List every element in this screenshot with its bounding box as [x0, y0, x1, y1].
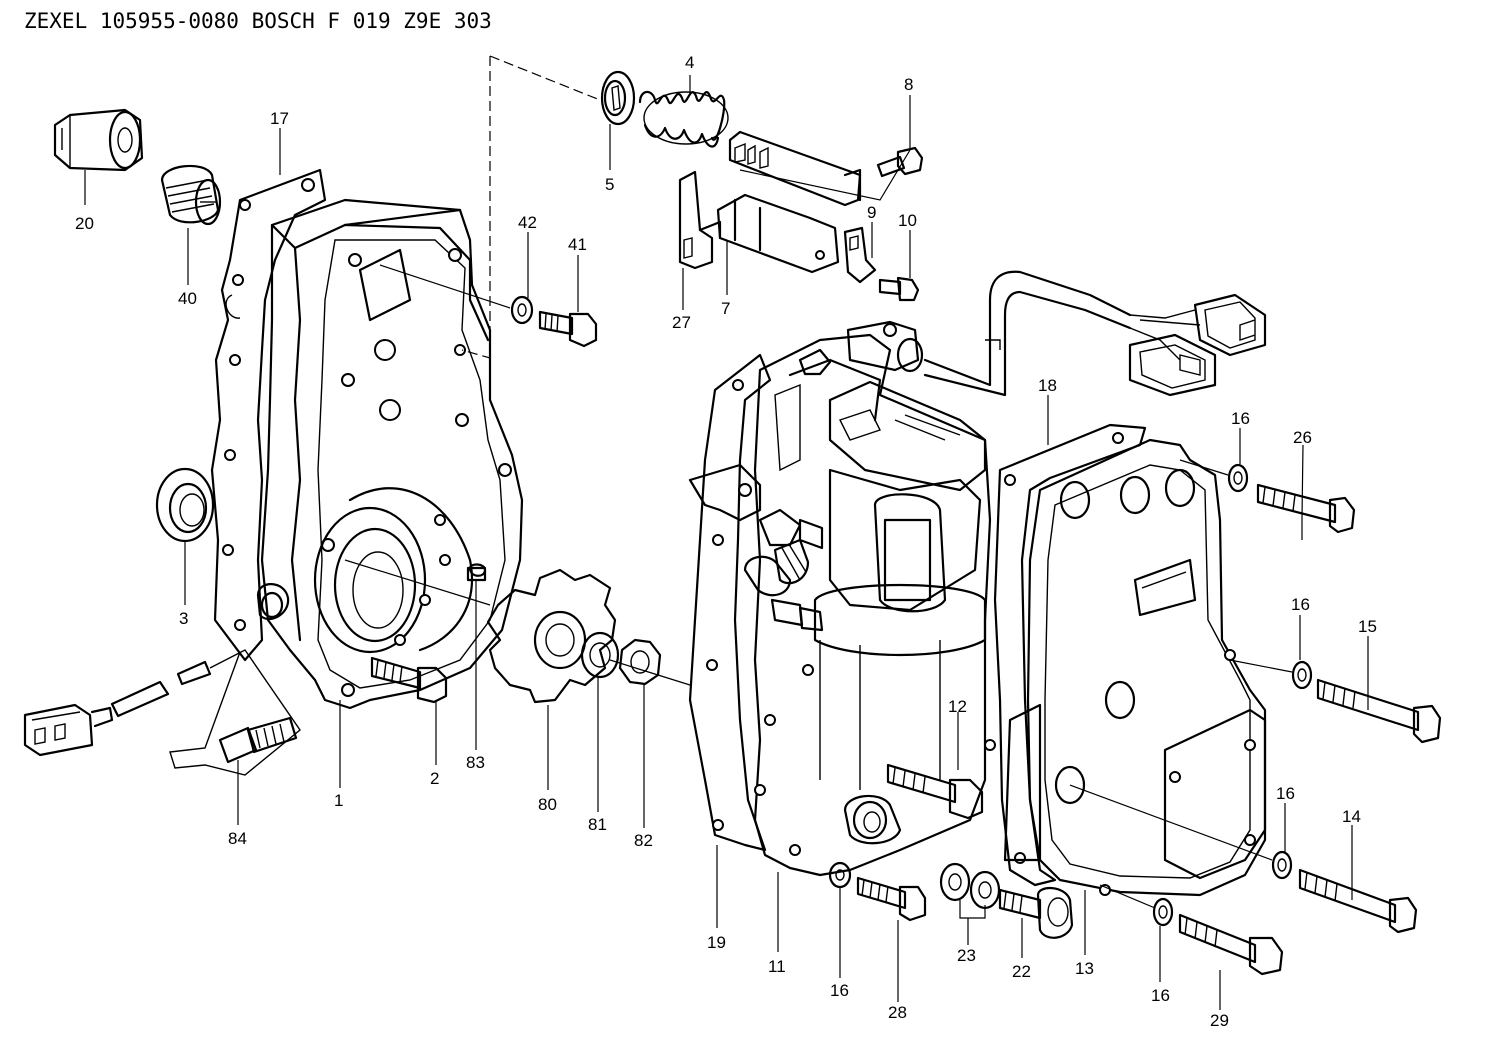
callout-10: 10: [898, 211, 917, 230]
assembly-line-right: [1069, 459, 1293, 909]
callout-22: 22: [1012, 962, 1031, 981]
part-27-lever: [678, 170, 714, 270]
callout-19: 19: [707, 933, 726, 952]
part-40-plug: [160, 164, 222, 226]
part-28-bolt: [856, 876, 927, 922]
part-81-washer: [580, 631, 620, 679]
callout-29: 29: [1210, 1011, 1229, 1030]
callout-41: 41: [568, 235, 587, 254]
part-15-bolt: [1316, 678, 1442, 744]
part-41-bolt: [538, 310, 598, 348]
part-22-banjo-bolt: [998, 887, 1074, 939]
callout-84: 84: [228, 829, 247, 848]
callout-16-low: 16: [1276, 784, 1295, 803]
part-12-bolt: [886, 763, 984, 820]
part-3-seal: [155, 467, 215, 543]
callout-4: 4: [685, 53, 694, 72]
callout-28: 28: [888, 1003, 907, 1022]
callout-80: 80: [538, 795, 557, 814]
part-5-seat: [600, 70, 636, 126]
part-4-spring: [638, 90, 729, 148]
part-slider-bar: [728, 130, 862, 207]
callout-23: 23: [957, 946, 976, 965]
callout-11: 11: [768, 957, 786, 976]
part-29-bolt: [1178, 913, 1284, 976]
callout-16-bottom-right: 16: [1151, 986, 1170, 1005]
callout-5: 5: [605, 175, 614, 194]
part-23-washers: [939, 862, 1001, 919]
callout-9: 9: [867, 203, 876, 222]
part-14-bolt: [1298, 868, 1418, 934]
callout-labels: 1 2 3 4 5 7 8 9 10 11 12 13 14 15 16 16 …: [75, 53, 1377, 1030]
callout-15: 15: [1358, 617, 1377, 636]
callout-16-bottom-left: 16: [830, 981, 849, 1000]
callout-27: 27: [672, 313, 691, 332]
callout-13: 13: [1075, 959, 1094, 978]
callout-18: 18: [1038, 376, 1057, 395]
callout-17: 17: [270, 109, 289, 128]
callout-40: 40: [178, 289, 197, 308]
part-7-plate: [698, 193, 840, 274]
callout-82: 82: [634, 831, 653, 850]
part-16-washer-b: [1227, 463, 1249, 493]
part-83-key: [466, 566, 487, 582]
part-42-washer: [510, 295, 534, 325]
callout-8: 8: [904, 75, 913, 94]
part-2-bolt: [370, 656, 448, 704]
callout-81: 81: [588, 815, 607, 834]
assembly-line-5: [461, 55, 601, 359]
callout-16-mid: 16: [1291, 595, 1310, 614]
part-13-cover: [1003, 438, 1267, 897]
part-10-screw: [878, 276, 920, 302]
callout-83: 83: [466, 753, 485, 772]
callout-1: 1: [334, 791, 343, 810]
callout-2: 2: [430, 769, 439, 788]
part-8-screw: [876, 146, 924, 178]
part-84-sensor: [23, 649, 301, 776]
part-16-washer-d: [1271, 850, 1293, 880]
part-1-housing: [256, 198, 524, 710]
part-17-gasket: [210, 168, 327, 662]
callout-7: 7: [721, 299, 730, 318]
leader-lines: [84, 75, 1369, 1010]
callout-42: 42: [518, 213, 537, 232]
part-9-bracket: [843, 226, 877, 284]
assembly-line-cable: [739, 149, 911, 201]
callout-3: 3: [179, 609, 188, 628]
assembly-line-42: [379, 264, 511, 309]
diagram-title: ZEXEL 105955-0080 BOSCH F 019 Z9E 303: [24, 9, 492, 33]
part-16-washer-a: [828, 861, 852, 889]
part-11-pump-housing: [688, 320, 992, 877]
part-wire-harness: [923, 270, 1267, 397]
part-26-bolt: [1256, 483, 1356, 534]
part-16-washer-c: [1291, 660, 1313, 690]
callout-12: 12: [948, 697, 967, 716]
callout-14: 14: [1342, 807, 1361, 826]
assembly-line-80: [344, 559, 691, 686]
part-82-nut: [618, 638, 662, 686]
part-16-washer-e: [1152, 897, 1174, 927]
part-80-gear: [486, 568, 617, 704]
callout-20: 20: [75, 214, 94, 233]
callout-26: 26: [1293, 428, 1312, 447]
callout-16-top: 16: [1231, 409, 1250, 428]
part-20-sleeve: [53, 108, 144, 172]
